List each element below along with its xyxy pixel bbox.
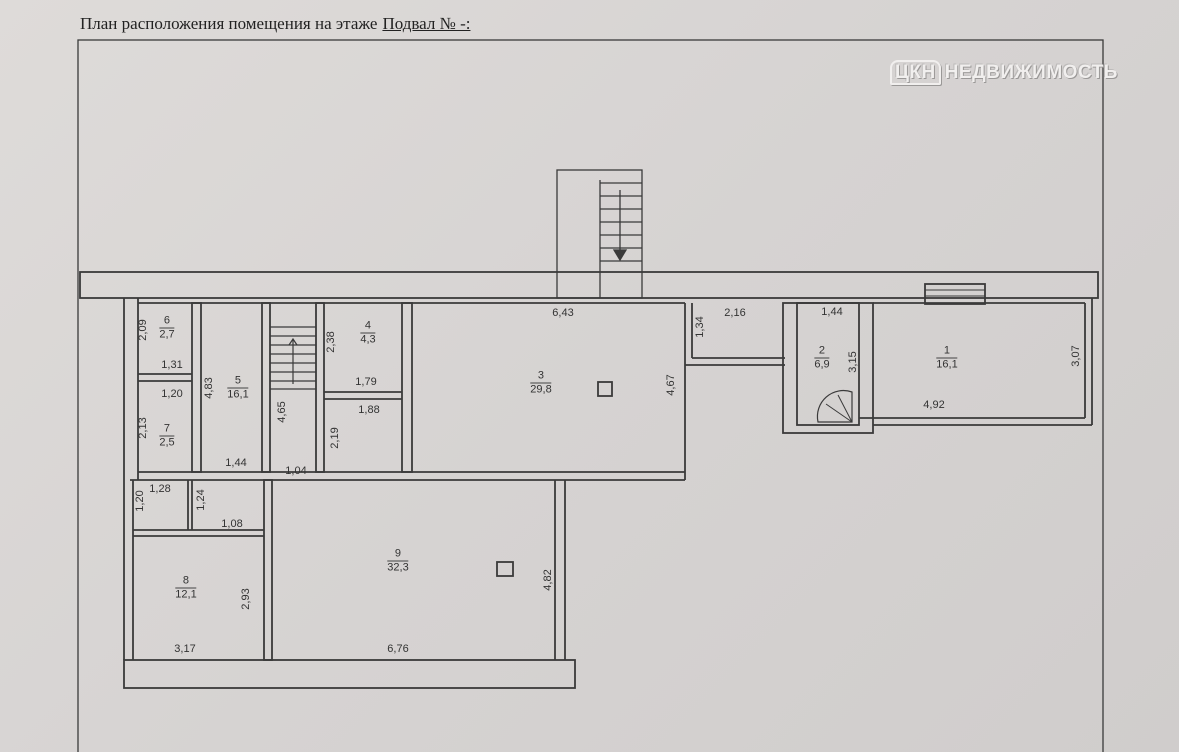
dimension-label: 2,09 (137, 319, 149, 341)
upper-rooms-walls (130, 302, 785, 481)
room-area: 32,3 (387, 561, 409, 574)
dimension-label: 1,20 (134, 490, 146, 512)
dimension-label: 2,93 (240, 588, 252, 610)
dimension-label: 4,92 (923, 399, 945, 411)
wall-left (123, 298, 685, 660)
room-number: 8 (175, 575, 197, 589)
dimension-label: 1,04 (285, 465, 307, 477)
room-area: 12,1 (175, 588, 197, 601)
dimension-label: 1,24 (195, 489, 207, 511)
outer-wall-top (79, 271, 1099, 305)
dimension-label: 1,28 (149, 483, 171, 495)
dimension-label: 1,44 (225, 457, 247, 469)
dimension-label: 4,82 (542, 569, 554, 591)
watermark-logo: ЦКН (890, 60, 941, 85)
dimension-label: 2,16 (724, 307, 746, 319)
room-area: 2,7 (159, 328, 175, 341)
room-area: 16,1 (227, 388, 249, 401)
dimension-label: 4,65 (276, 401, 288, 423)
dimension-label: 1,44 (821, 306, 843, 318)
room-area: 16,1 (936, 358, 958, 371)
dimension-label: 1,08 (221, 518, 243, 530)
dimension-label: 1,31 (161, 359, 183, 371)
page-frame (77, 39, 1104, 752)
room-area: 4,3 (360, 333, 376, 346)
right-rooms-walls (782, 298, 1093, 434)
dimension-label: 2,38 (325, 331, 337, 353)
room-number: 6 (159, 315, 175, 329)
dimension-label: 1,88 (358, 404, 380, 416)
dimension-label: 3,15 (847, 351, 859, 373)
dimension-label: 1,20 (161, 388, 183, 400)
lower-rooms-walls (123, 479, 576, 689)
internal-stair (270, 326, 316, 390)
title-text: План расположения помещения на этаже (80, 14, 378, 33)
room-area: 29,8 (530, 383, 552, 396)
room-area: 2,5 (159, 436, 175, 449)
room-number: 9 (387, 548, 409, 562)
room-number: 1 (936, 345, 958, 359)
dimension-label: 2,19 (329, 427, 341, 449)
room-area: 6,9 (814, 358, 830, 371)
dimension-label: 4,83 (203, 377, 215, 399)
entrance-stair (556, 169, 643, 299)
dimension-label: 6,76 (387, 643, 409, 655)
dimension-label: 1,34 (694, 316, 706, 338)
room-number: 5 (227, 375, 249, 389)
dimension-label: 6,43 (552, 307, 574, 319)
dimension-label: 1,79 (355, 376, 377, 388)
dimension-label: 3,17 (174, 643, 196, 655)
room-number: 2 (814, 345, 830, 359)
floor-name: Подвал № -: (382, 14, 471, 33)
room-number: 4 (360, 320, 376, 334)
dimension-label: 4,67 (665, 374, 677, 396)
room-number: 3 (530, 370, 552, 384)
room-number: 7 (159, 423, 175, 437)
watermark-text: НЕДВИЖИМОСТЬ (944, 62, 1118, 83)
dimension-label: 3,07 (1070, 345, 1082, 367)
dimension-label: 2,13 (137, 417, 149, 439)
